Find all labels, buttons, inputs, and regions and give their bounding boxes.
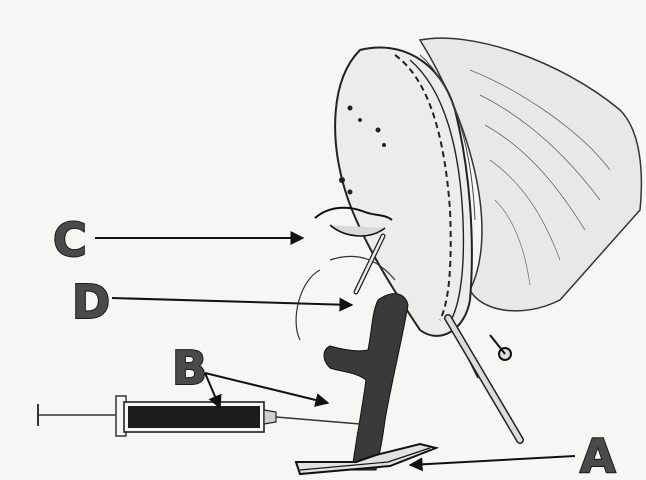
arrow-d	[112, 298, 352, 305]
syringe	[38, 396, 360, 436]
arrow-b-upper	[205, 373, 328, 403]
dark-duct	[324, 294, 408, 470]
label-a: A	[580, 429, 616, 480]
label-d: D	[72, 275, 110, 329]
label-c: C	[53, 213, 87, 267]
label-b: B	[172, 341, 207, 395]
arrow-a	[410, 456, 575, 465]
instrument-probe	[448, 318, 520, 440]
